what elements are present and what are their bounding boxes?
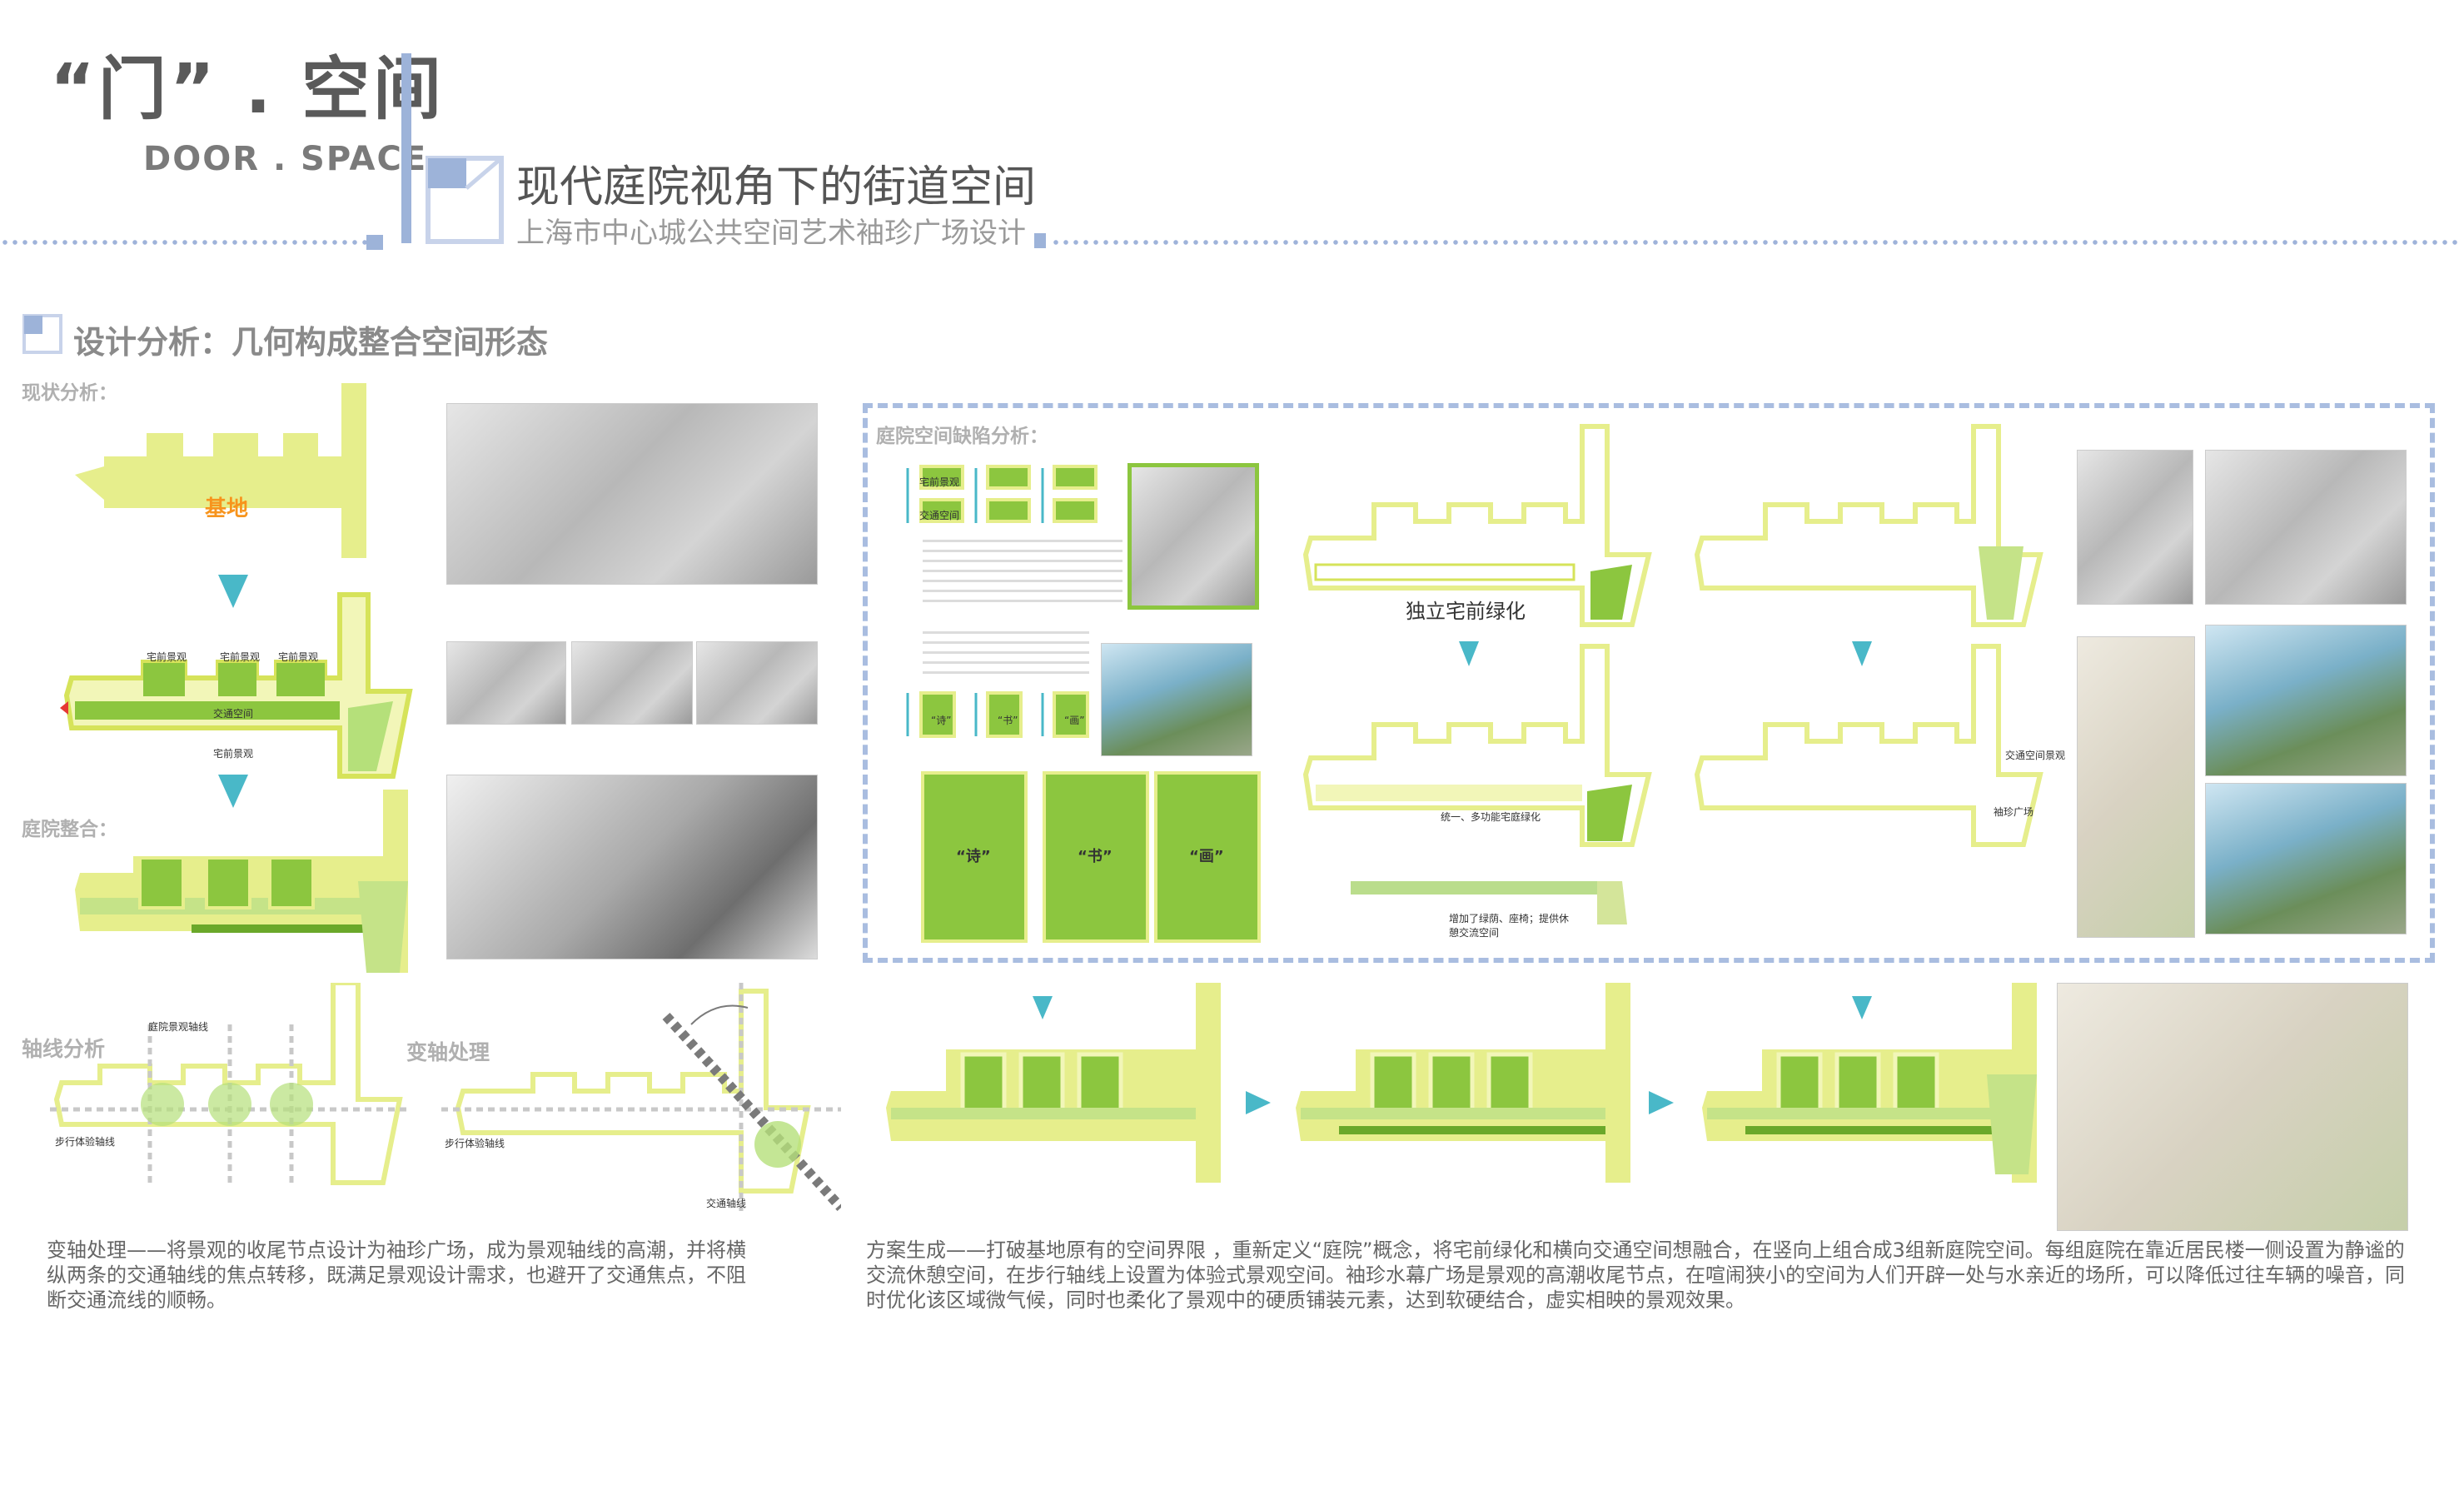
label-added-greening: 增加了绿荫、座椅；提供休憩交流空间 [1449, 913, 1570, 939]
label-front-green-bottom: 宅前景观 [213, 748, 254, 760]
axis-diagram [50, 983, 408, 1187]
mini-label-painting: “画” [1064, 715, 1085, 726]
front-green-diagram [60, 592, 413, 779]
unified-green-diagram [1302, 644, 1652, 847]
plan-label-book: “书” [1078, 848, 1113, 865]
label-courtyard-axis: 庭院景观轴线 [148, 1021, 209, 1033]
label-front-green-1: 宅前景观 [147, 651, 187, 663]
down-arrow [218, 575, 248, 608]
down-arrow [1852, 641, 1872, 666]
label-front-green-3: 宅前景观 [278, 651, 319, 663]
mini-legend [906, 465, 1098, 523]
paragraph-right: 方案生成——打破基地原有的空间界限 ，重新定义“庭院”概念，将宅前绿化和横向交通… [866, 1238, 2405, 1312]
defect-analysis-box [863, 403, 2435, 963]
right-arrow [1246, 1091, 1271, 1114]
down-arrow [218, 775, 248, 808]
courtyard-diagram [75, 790, 408, 973]
courtyard-photo-1 [446, 641, 566, 725]
section-title: 设计分析：几何构成整合空间形态 [73, 324, 549, 361]
label-axis: 轴线分析 [22, 1037, 106, 1061]
plan-label-painting: “画” [1189, 848, 1224, 865]
mini-label-book: “书” [998, 715, 1018, 726]
dotted-rule-left [0, 240, 383, 245]
down-arrow [1459, 641, 1479, 666]
site-master-plan [2057, 983, 2408, 1231]
label-traffic-axis: 交通轴线 [706, 1198, 747, 1209]
label-shift: 变轴处理 [406, 1040, 490, 1064]
building-photo-2 [2205, 450, 2407, 605]
mini-label-front: 宅前景观 [919, 476, 960, 488]
pavilion-render [2205, 783, 2407, 934]
mini-label-traffic: 交通空间 [919, 510, 960, 521]
title-divider [401, 53, 411, 243]
small-note-text-2 [923, 631, 1089, 681]
label-traffic-landscape: 交通空间景观 [2005, 750, 2066, 761]
traffic-landscape-diagram [1694, 644, 2043, 847]
page-title-en: DOOR . SPACE [143, 140, 428, 178]
poem-courtyard-plan [921, 771, 1028, 943]
small-note-text [923, 540, 1122, 606]
water-plaza-render [2205, 625, 2407, 776]
courtyard-photo-2 [571, 641, 693, 725]
street-photo [446, 403, 818, 585]
rule-end-block [366, 235, 383, 250]
courtyard-render [1101, 643, 1252, 756]
building-photo-1 [2077, 450, 2193, 605]
generation-step-1 [886, 983, 1221, 1183]
down-arrow [1852, 996, 1872, 1019]
residential-photo [1127, 463, 1259, 610]
site-label: 基地 [205, 496, 249, 521]
label-front-green-2: 宅前景观 [220, 651, 261, 663]
painting-courtyard-plan [1154, 771, 1261, 943]
label-defect: 庭院空间缺陷分析： [876, 426, 1048, 447]
rule-start-block [1034, 233, 1046, 248]
label-courtyard: 庭院整合： [22, 819, 117, 840]
aerial-model-render [446, 775, 818, 959]
page-title: “门” . 空间 [50, 50, 446, 129]
label-pocket-plaza: 袖珍广场 [1994, 806, 2034, 818]
label-walk-axis-2: 步行体验轴线 [445, 1138, 505, 1149]
subtitle-secondary: 上海市中心城公共空间艺术袖珍广场设计 [516, 217, 1026, 250]
generation-step-2 [1296, 983, 1630, 1183]
section-icon [22, 314, 62, 354]
generation-step-3 [1702, 983, 2037, 1183]
site-diagram [75, 383, 366, 558]
dotted-rule-right [1051, 240, 2458, 245]
book-courtyard-plan [1043, 771, 1149, 943]
paragraph-left: 变轴处理——将景观的收尾节点设计为袖珍广场，成为景观轴线的高潮，并将横纵两条的交… [47, 1238, 746, 1312]
subtitle-logo-icon [426, 156, 504, 244]
down-arrow [1033, 996, 1053, 1019]
mini-label-poem: “诗” [931, 715, 952, 726]
greening-strip-diagram [1351, 881, 1627, 924]
courtyard-photo-3 [696, 641, 818, 725]
label-independent-green: 独立宅前绿化 [1406, 600, 1526, 623]
plan-label-poem: “诗” [956, 848, 991, 865]
subtitle: 现代庭院视角下的街道空间 [516, 162, 1037, 212]
label-walk-axis-1: 步行体验轴线 [55, 1136, 116, 1148]
poem-book-painting-legend [906, 691, 1089, 738]
traffic-defect-diagram [1694, 424, 2043, 627]
right-arrow [1649, 1091, 1674, 1114]
label-traffic-space: 交通空间 [213, 708, 254, 720]
label-status: 现状分析： [22, 382, 117, 404]
independent-green-diagram [1302, 424, 1652, 627]
strip-plan [2077, 636, 2195, 938]
shift-axis-diagram [441, 983, 841, 1216]
label-unified-green: 统一、多功能宅庭绿化 [1441, 811, 1541, 823]
